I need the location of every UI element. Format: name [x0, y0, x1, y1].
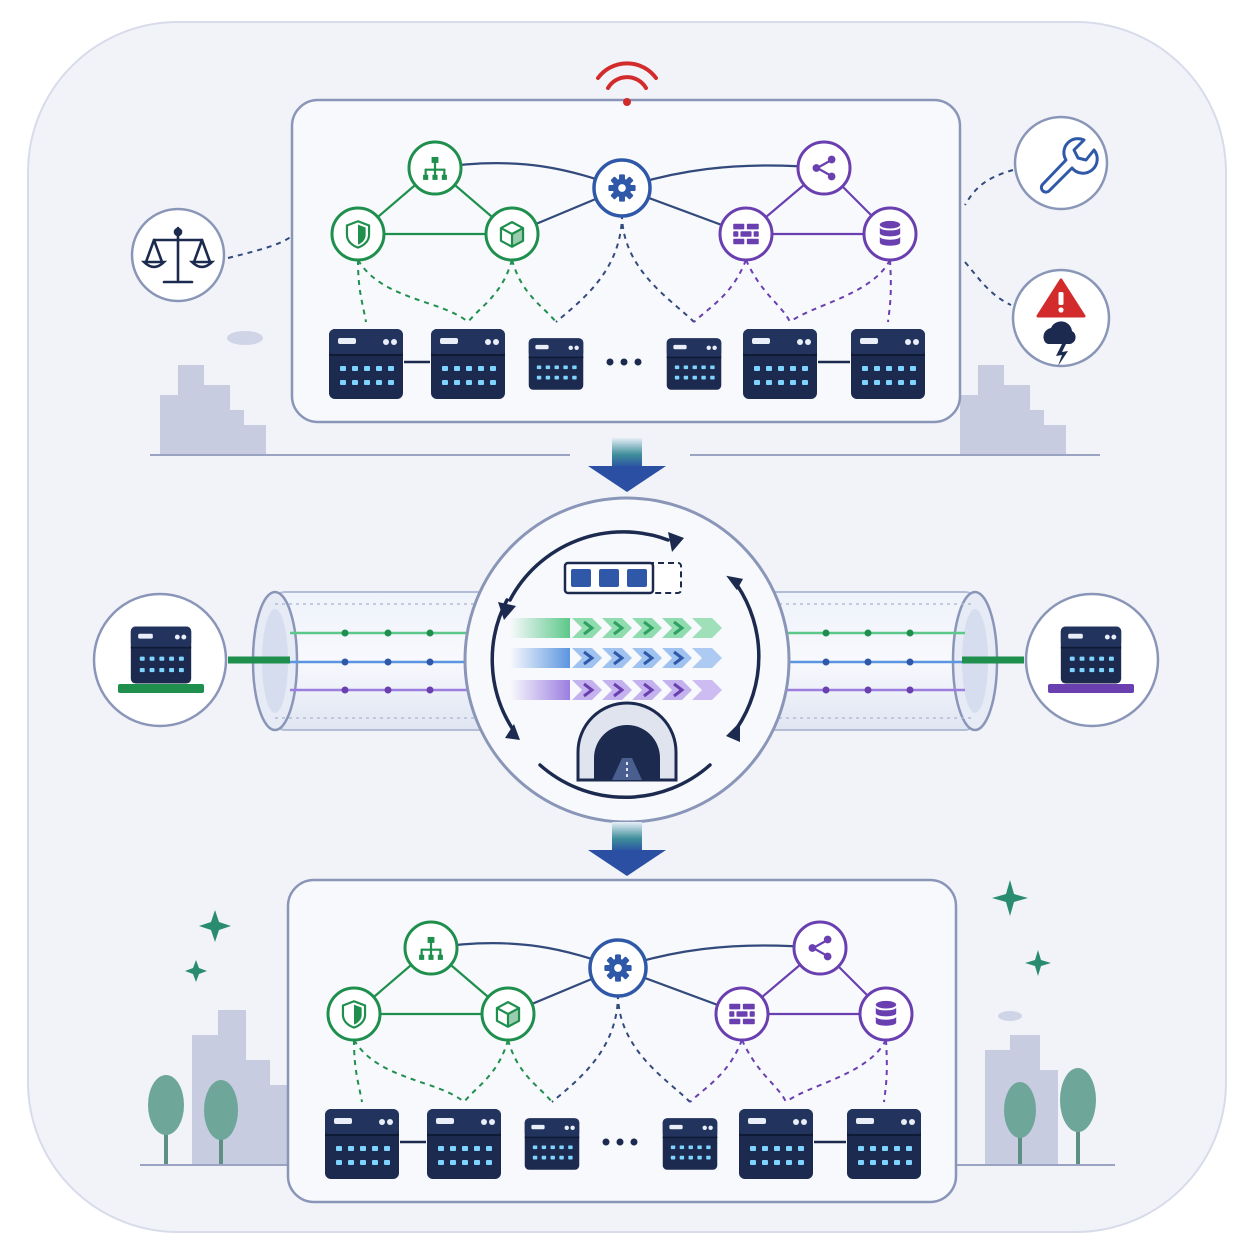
- wrench-badge: [1013, 115, 1109, 211]
- stream-chevron: [662, 648, 692, 668]
- stream-chevron-mark: [643, 682, 655, 698]
- server-icon: [1060, 625, 1122, 685]
- server-icon: [130, 625, 192, 685]
- progress-filled-outline: [563, 561, 655, 595]
- stream-chevron-mark: [583, 620, 595, 636]
- stream-chevron: [602, 618, 632, 638]
- city-skyline-left: [160, 331, 266, 455]
- migration-progress-bar: [563, 561, 682, 595]
- wrench-icon: [1039, 137, 1099, 194]
- stream-chevron-mark: [613, 620, 625, 636]
- stream-chevron: [572, 648, 602, 668]
- stream-chevron-mark: [613, 650, 625, 666]
- stream-chevrons: [510, 618, 722, 700]
- stream-chevron: [632, 648, 662, 668]
- trees-right: [1004, 1068, 1096, 1165]
- down-arrow-1: [588, 438, 666, 492]
- stream-chevron-mark: [673, 620, 685, 636]
- stream-chevron: [692, 680, 722, 700]
- stream-chevron-mark: [643, 620, 655, 636]
- stream-chevron: [602, 648, 632, 668]
- signal-icon: [596, 61, 658, 106]
- stream-chevron: [602, 680, 632, 700]
- balance-scale-icon: [140, 226, 216, 284]
- stream-chevron: [632, 680, 662, 700]
- stream-chevron-mark: [673, 650, 685, 666]
- warning-storm-icon: [1036, 278, 1086, 366]
- target-server-badge: [962, 592, 1160, 728]
- stream-chevron: [572, 680, 602, 700]
- stream-chevron: [572, 618, 602, 638]
- stream-chevron-mark: [673, 682, 685, 698]
- progress-cell: [571, 569, 591, 587]
- tunnel-icon: [576, 701, 678, 782]
- sparkle-icon: [185, 880, 1051, 982]
- stream-chevron-mark: [583, 650, 595, 666]
- down-arrow-2: [588, 822, 666, 876]
- trees-left: [148, 1075, 273, 1165]
- warning-storm-badge: [1011, 268, 1111, 368]
- stream-chevron-mark: [583, 682, 595, 698]
- stream-chevron: [662, 680, 692, 700]
- stream-chevron: [632, 618, 662, 638]
- progress-cell: [599, 569, 619, 587]
- stream-chevron: [662, 618, 692, 638]
- stream-chevron: [692, 618, 722, 638]
- bottom-service-cluster: [288, 880, 956, 1202]
- source-server-badge: [92, 592, 290, 728]
- city-skyline-bottom-right: [985, 1011, 1058, 1165]
- stream-chevron: [692, 648, 722, 668]
- progress-cell: [627, 569, 647, 587]
- top-service-cluster: [292, 100, 960, 422]
- stream-chevron-mark: [613, 682, 625, 698]
- balance-scale-badge: [130, 207, 226, 303]
- migration-hub: [463, 496, 791, 824]
- stream-chevron-mark: [643, 650, 655, 666]
